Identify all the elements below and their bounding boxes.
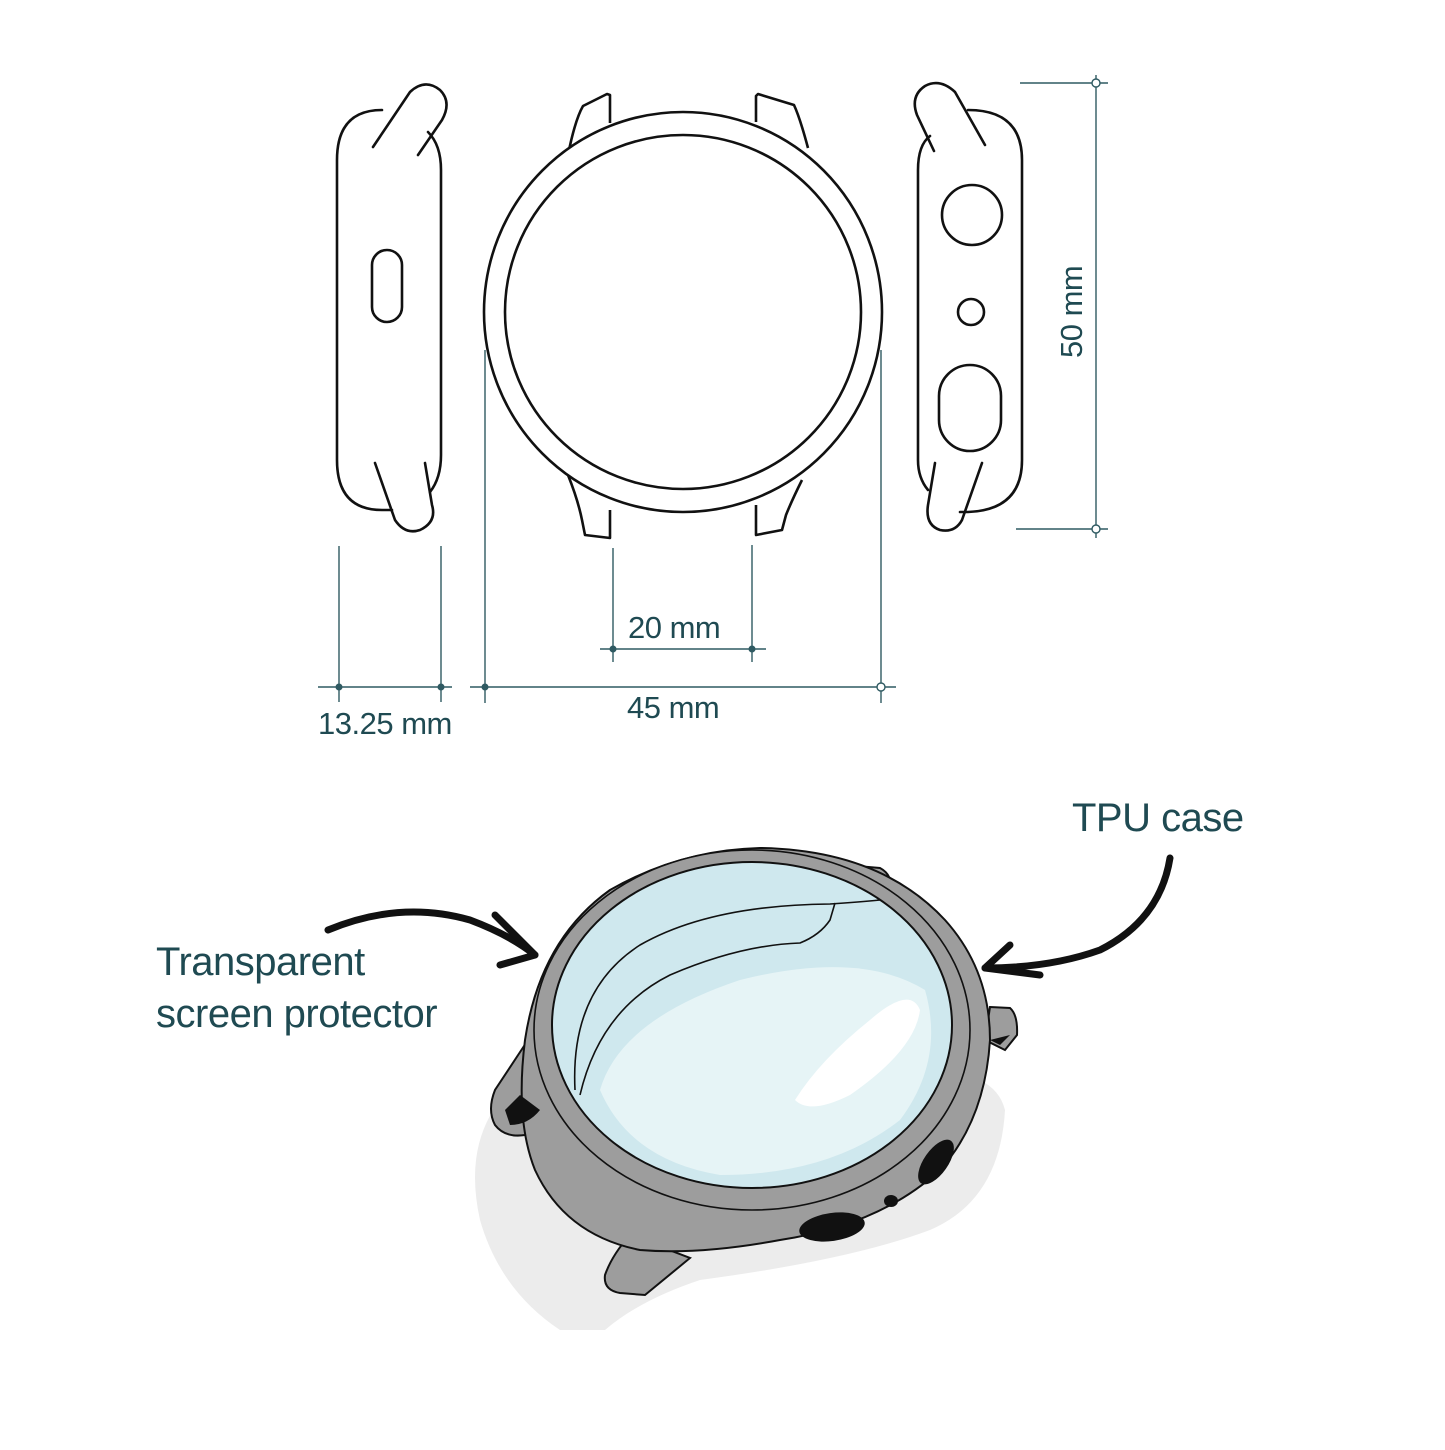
front-bezel-outline: [482, 110, 884, 514]
glass-shine: [795, 999, 920, 1107]
right-side-view: [913, 81, 1024, 532]
right-side-body-outline: [958, 108, 1024, 514]
dimension-thickness-label: 13.25 mm: [318, 706, 452, 741]
front-screen-outline: [503, 133, 863, 491]
perspective-port-large: [918, 1139, 954, 1185]
perspective-port-oval: [799, 1212, 865, 1242]
right-side-bottom-lug: [926, 461, 984, 532]
arrow-screen-protector: [324, 908, 539, 959]
perspective-port-small: [884, 1195, 898, 1207]
front-top-left-lug: [566, 92, 612, 156]
port-oval: [937, 363, 1003, 453]
dimension-strap-width-label: 20 mm: [628, 610, 721, 645]
perspective-view: [475, 846, 1019, 1330]
side-button-outline: [370, 248, 404, 324]
port-large-circle: [940, 183, 1004, 247]
arrow-tpu-case: [981, 854, 1174, 972]
left-side-bottom-lug: [373, 461, 435, 533]
left-side-body-outline: [335, 108, 394, 512]
front-bottom-right-lug: [754, 479, 804, 537]
dimension-height-label: 50 mm: [1054, 265, 1089, 358]
dimension-lines: [318, 75, 1108, 703]
front-top-right-lug: [754, 92, 810, 149]
right-side-top-lug: [913, 81, 987, 153]
left-side-view: [335, 83, 448, 533]
callout-arrows: [324, 854, 1174, 979]
front-view: [482, 92, 884, 540]
callout-screen-protector-line2: screen protector: [156, 992, 438, 1036]
front-bottom-left-lug: [566, 474, 612, 540]
port-small-circle: [956, 297, 986, 327]
dimension-width-label: 45 mm: [627, 690, 720, 725]
glass-highlight: [600, 967, 932, 1175]
callout-screen-protector-line1: Transparent: [156, 940, 365, 984]
callout-tpu-case: TPU case: [1072, 796, 1244, 840]
left-side-top-lug: [371, 83, 448, 157]
